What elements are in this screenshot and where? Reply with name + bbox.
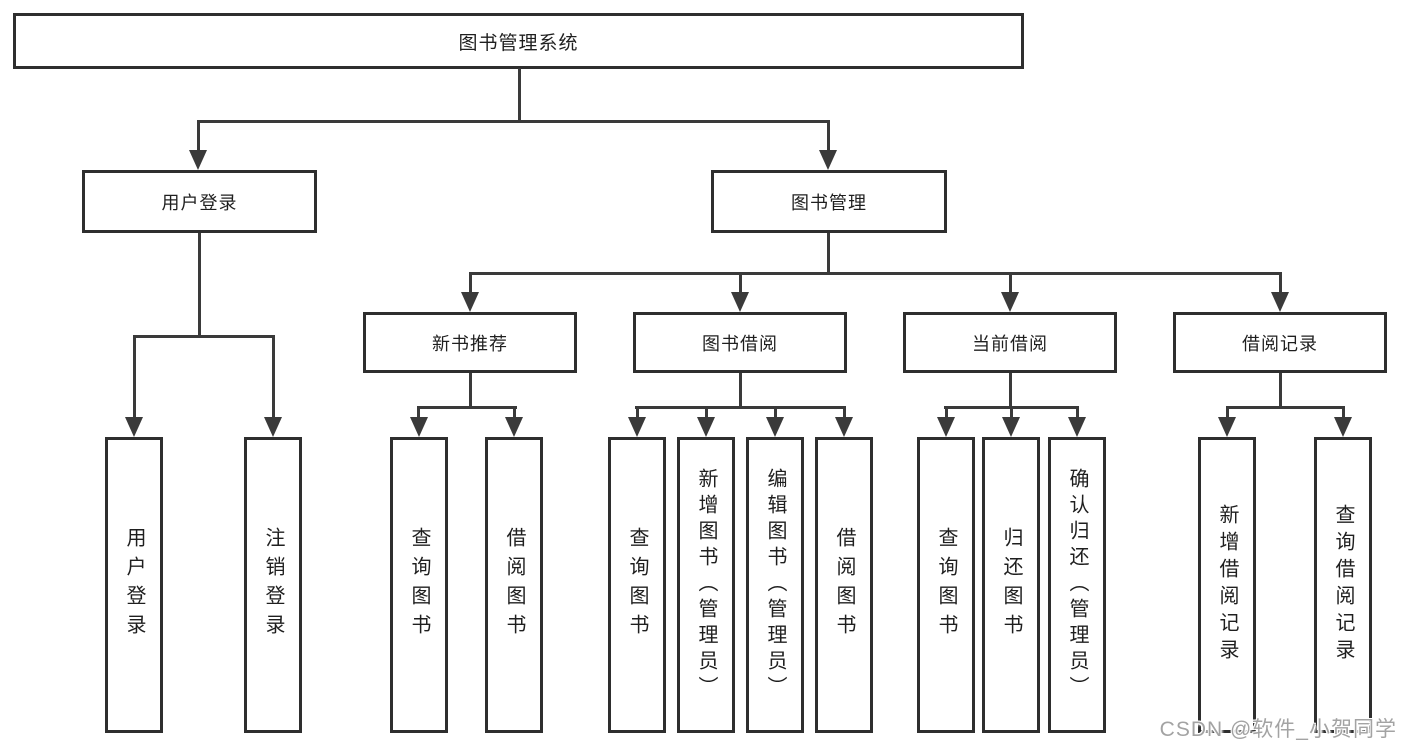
csdn-watermark: CSDN @软件_小贺同学: [1159, 718, 1397, 741]
leaf-confirm-return-admin: 确认归还（管理员）: [1048, 437, 1106, 733]
leaf-return-books: 归还图书: [982, 437, 1040, 733]
connector: [635, 406, 846, 409]
connector: [513, 406, 516, 419]
arrow-down-icon: [835, 417, 853, 437]
connector: [827, 120, 830, 152]
connector: [705, 406, 708, 419]
leaf-add-books-admin: 新增图书（管理员）: [677, 437, 735, 733]
connector: [774, 406, 777, 419]
node-book-management: 图书管理: [711, 170, 947, 233]
connector: [469, 272, 1282, 275]
arrow-down-icon: [628, 417, 646, 437]
connector: [1010, 406, 1013, 419]
arrow-down-icon: [264, 417, 282, 437]
arrow-down-icon: [1068, 417, 1086, 437]
connector: [469, 373, 472, 406]
node-borrowing-records: 借阅记录: [1173, 312, 1387, 373]
connector: [417, 406, 517, 409]
leaf-borrow-books-1: 借阅图书: [485, 437, 543, 733]
arrow-down-icon: [505, 417, 523, 437]
connector: [469, 272, 472, 294]
connector: [133, 335, 275, 338]
connector: [1279, 272, 1282, 294]
leaf-edit-books-admin: 编辑图书（管理员）: [746, 437, 804, 733]
connector: [827, 233, 830, 272]
connector: [945, 406, 948, 419]
leaf-query-books-1: 查询图书: [390, 437, 448, 733]
connector: [197, 120, 830, 123]
arrow-down-icon: [1002, 417, 1020, 437]
connector: [272, 335, 275, 419]
connector: [1009, 272, 1012, 294]
node-new-book-recommendation: 新书推荐: [363, 312, 577, 373]
connector: [1226, 406, 1345, 409]
leaf-query-books-2: 查询图书: [608, 437, 666, 733]
arrow-down-icon: [1001, 292, 1019, 312]
arrow-down-icon: [697, 417, 715, 437]
connector: [417, 406, 420, 419]
arrow-down-icon: [1271, 292, 1289, 312]
connector: [1279, 373, 1282, 406]
arrow-down-icon: [731, 292, 749, 312]
leaf-user-login: 用户登录: [105, 437, 163, 733]
leaf-query-books-3: 查询图书: [917, 437, 975, 733]
connector: [1009, 373, 1012, 406]
arrow-down-icon: [189, 150, 207, 170]
leaf-borrow-books-2: 借阅图书: [815, 437, 873, 733]
connector: [1076, 406, 1079, 419]
connector: [133, 335, 136, 419]
connector: [197, 120, 200, 152]
arrow-down-icon: [125, 417, 143, 437]
arrow-down-icon: [766, 417, 784, 437]
node-library-management-system: 图书管理系统: [13, 13, 1024, 69]
connector: [518, 68, 521, 120]
arrow-down-icon: [410, 417, 428, 437]
arrow-down-icon: [461, 292, 479, 312]
node-book-borrowing: 图书借阅: [633, 312, 847, 373]
connector: [198, 233, 201, 335]
arrow-down-icon: [1218, 417, 1236, 437]
connector: [739, 272, 742, 294]
arrow-down-icon: [819, 150, 837, 170]
connector: [1226, 406, 1229, 419]
connector: [739, 373, 742, 406]
leaf-query-borrow-record: 查询借阅记录: [1314, 437, 1372, 733]
node-user-login: 用户登录: [82, 170, 317, 233]
arrow-down-icon: [1334, 417, 1352, 437]
node-current-borrowing: 当前借阅: [903, 312, 1117, 373]
leaf-logout: 注销登录: [244, 437, 302, 733]
leaf-add-borrow-record: 新增借阅记录: [1198, 437, 1256, 733]
connector: [1342, 406, 1345, 419]
connector: [636, 406, 639, 419]
arrow-down-icon: [937, 417, 955, 437]
connector: [843, 406, 846, 419]
